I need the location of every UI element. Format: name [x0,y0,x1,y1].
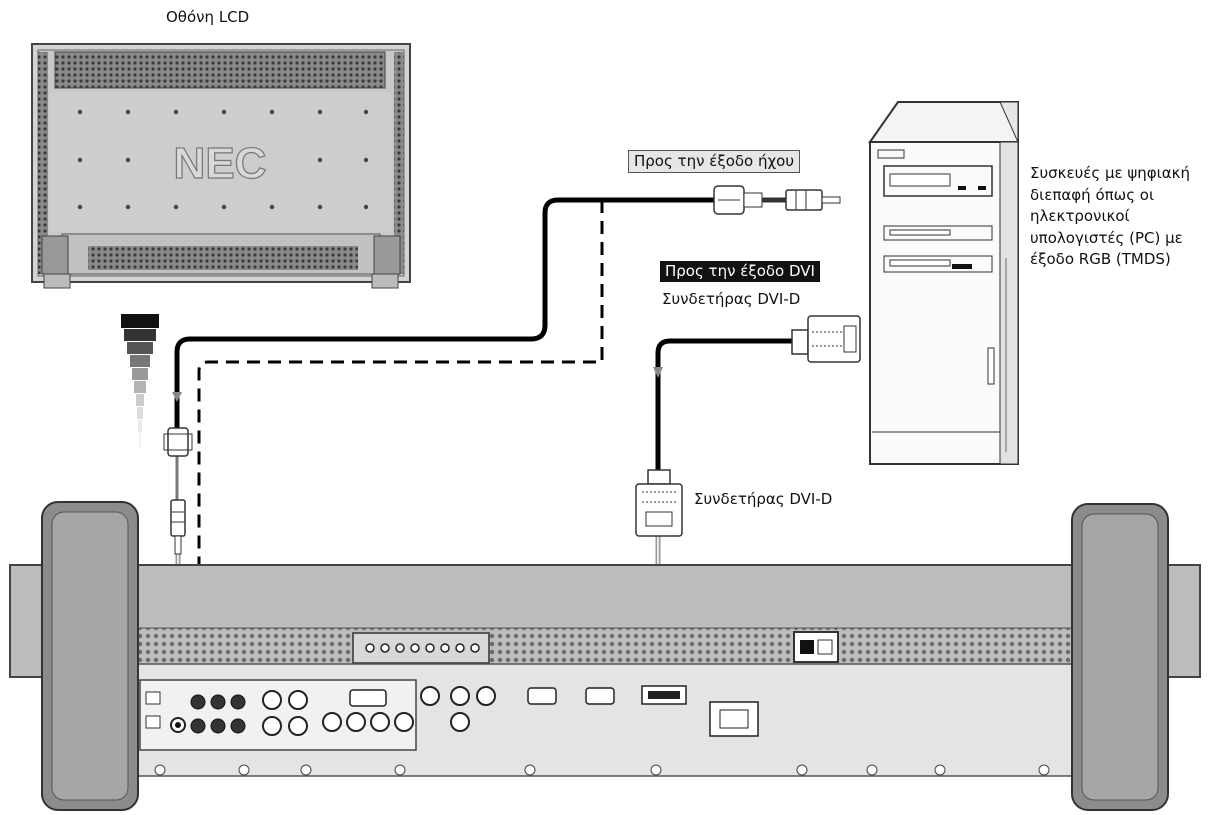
ferrite-core-icon [713,185,763,215]
dvi-d-connector-icon [791,315,861,363]
lcd-monitor-label: Οθόνη LCD [166,8,250,26]
desktop-pc-tower-icon [868,101,1019,465]
to-audio-output-label: Προς την έξοδο ήχου [628,150,801,173]
lcd-monitor-icon: NEC [31,43,411,289]
zoom-indicator [121,314,159,447]
dvi-d-connector-icon [635,469,683,537]
rear-terminal-panel-icon [9,564,1201,777]
audio-mini-plug-icon [170,499,186,555]
digital-devices-label: Συσκευές με ψηφιακή διεπαφή όπως οι ηλεκ… [1030,164,1190,268]
stand-foot-right [1071,503,1169,811]
ferrite-core-icon [163,427,193,457]
dvi-connector-monitor-label: Συνδετήρας DVI-D [694,490,833,508]
audio-mini-plug-icon [762,189,841,211]
dvi-connector-pc-label: Συνδετήρας DVI-D [662,290,801,308]
nec-logo: NEC [174,139,267,188]
to-dvi-output-label: Προς την έξοδο DVI [660,261,820,282]
stand-foot-left [41,501,139,811]
